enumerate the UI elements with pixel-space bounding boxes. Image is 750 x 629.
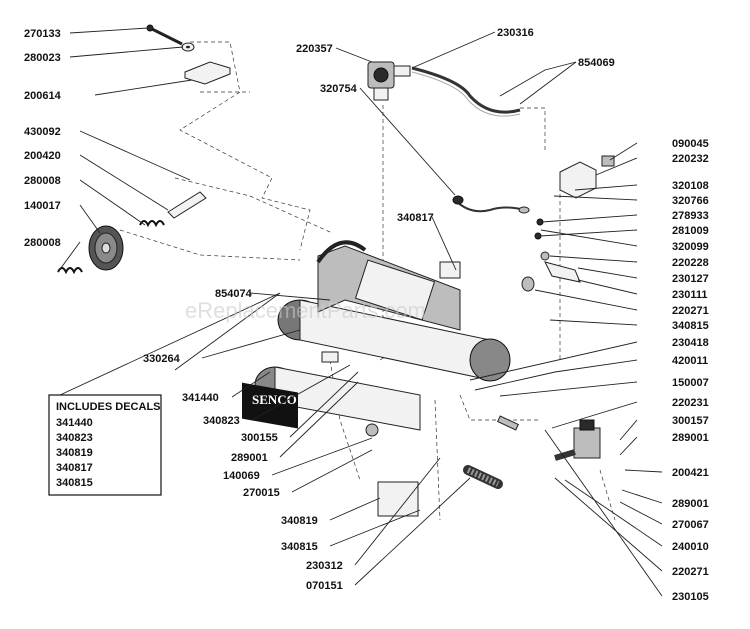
part-label: 340817 bbox=[397, 212, 434, 224]
decal-item: 340815 bbox=[56, 477, 93, 489]
part-label: 854074 bbox=[215, 288, 253, 300]
part-label: 140069 bbox=[223, 470, 260, 482]
spring-part-1 bbox=[139, 220, 165, 228]
leader-lines bbox=[57, 27, 663, 597]
compressor-tank-part bbox=[277, 240, 511, 382]
washer-part bbox=[181, 42, 195, 52]
part-label: 341440 bbox=[182, 392, 219, 404]
part-label: 230111 bbox=[672, 289, 708, 301]
part-label: 340823 bbox=[203, 415, 240, 427]
part-label: 070151 bbox=[306, 580, 343, 592]
part-label: 200420 bbox=[24, 150, 61, 162]
part-label: 300157 bbox=[672, 415, 709, 427]
part-label: 220271 bbox=[672, 566, 709, 578]
part-label: 140017 bbox=[24, 200, 61, 212]
decal-item: 341440 bbox=[56, 417, 93, 429]
part-label: 280023 bbox=[24, 52, 61, 64]
part-label: 320754 bbox=[320, 83, 358, 95]
decal-item: 340819 bbox=[56, 447, 93, 459]
part-label: 278933 bbox=[672, 210, 709, 222]
brand-plate: SENCO bbox=[242, 382, 298, 429]
part-label: 280008 bbox=[24, 175, 61, 187]
part-label: 230316 bbox=[497, 27, 534, 39]
gauge-hose-part bbox=[452, 195, 530, 214]
part-label: 230312 bbox=[306, 560, 343, 572]
decal-item: 340817 bbox=[56, 462, 93, 474]
part-label: 320099 bbox=[672, 241, 709, 253]
part-label: 220271 bbox=[672, 305, 709, 317]
decals-box: INCLUDES DECALS 341440 340823 340819 340… bbox=[48, 394, 162, 496]
part-label: 230127 bbox=[672, 273, 709, 285]
part-label: 220232 bbox=[672, 153, 709, 165]
watermark: eReplacementParts.com bbox=[185, 298, 426, 323]
part-label: 281009 bbox=[672, 225, 709, 237]
bolt-part bbox=[146, 24, 183, 46]
part-label: 220228 bbox=[672, 257, 709, 269]
part-label: 220357 bbox=[296, 43, 333, 55]
part-label: 340819 bbox=[281, 515, 318, 527]
decal-item: 340823 bbox=[56, 432, 93, 444]
part-label: 320108 bbox=[672, 180, 709, 192]
part-label: 340815 bbox=[281, 541, 318, 553]
axle-part bbox=[167, 191, 207, 219]
pressure-switch-part bbox=[559, 155, 615, 199]
part-label: 289001 bbox=[672, 432, 709, 444]
handle-grip-part bbox=[463, 465, 503, 489]
fittings-cluster-part bbox=[521, 218, 581, 292]
part-label: 220231 bbox=[672, 397, 709, 409]
part-label: 270133 bbox=[24, 28, 61, 40]
spring-part-2 bbox=[57, 267, 83, 275]
part-label: 289001 bbox=[672, 498, 709, 510]
part-label: 289001 bbox=[231, 452, 268, 464]
part-label: 854069 bbox=[578, 57, 615, 69]
part-label: 340815 bbox=[672, 320, 709, 332]
part-label: 230105 bbox=[672, 591, 709, 603]
part-label: 270067 bbox=[672, 519, 709, 531]
bracket-part bbox=[184, 61, 231, 85]
brand-plate-text: SENCO bbox=[252, 392, 297, 407]
part-label: 090045 bbox=[672, 138, 709, 150]
part-label: 300155 bbox=[241, 432, 278, 444]
part-labels: 270133 280023 200614 430092 200420 28000… bbox=[24, 27, 709, 603]
part-label: 200614 bbox=[24, 90, 62, 102]
part-label: 420011 bbox=[672, 355, 708, 367]
wheel-part bbox=[88, 225, 124, 271]
part-label: 280008 bbox=[24, 237, 61, 249]
part-label: 430092 bbox=[24, 126, 61, 138]
part-label: 230418 bbox=[672, 337, 709, 349]
filter-regulator-part bbox=[554, 419, 601, 461]
regulator-valve-part bbox=[367, 61, 411, 101]
part-label: 330264 bbox=[143, 353, 181, 365]
part-label: 150007 bbox=[672, 377, 709, 389]
part-label: 200421 bbox=[672, 467, 709, 479]
decals-box-title: INCLUDES DECALS bbox=[56, 401, 161, 413]
part-label: 240010 bbox=[672, 541, 709, 553]
part-label: 270015 bbox=[243, 487, 280, 499]
air-hose-part bbox=[411, 66, 521, 117]
part-label: 320766 bbox=[672, 195, 709, 207]
